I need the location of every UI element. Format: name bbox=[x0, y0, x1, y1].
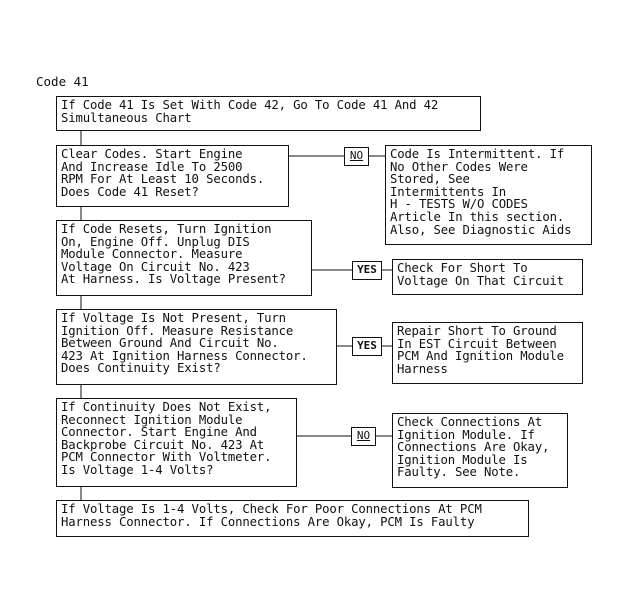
step-box-4: If Voltage Is Not Present, Turn Ignition… bbox=[56, 309, 337, 385]
step-box-1: If Code 41 Is Set With Code 42, Go To Co… bbox=[56, 96, 481, 131]
no-label-1: NO bbox=[344, 147, 369, 166]
no-label-2: NO bbox=[351, 427, 376, 446]
yes-label-1: YES bbox=[352, 261, 382, 280]
result-box-4: Check Connections At Ignition Module. If… bbox=[392, 413, 568, 488]
step-box-5: If Continuity Does Not Exist, Reconnect … bbox=[56, 398, 297, 487]
step-box-6: If Voltage Is 1-4 Volts, Check For Poor … bbox=[56, 500, 529, 537]
step-box-2: Clear Codes. Start Engine And Increase I… bbox=[56, 145, 289, 207]
step-box-3: If Code Resets, Turn Ignition On, Engine… bbox=[56, 220, 312, 296]
result-box-1: Code Is Intermittent. If No Other Codes … bbox=[385, 145, 592, 245]
yes-label-2: YES bbox=[352, 337, 382, 356]
result-box-3: Repair Short To Ground In EST Circuit Be… bbox=[392, 322, 583, 384]
result-box-2: Check For Short To Voltage On That Circu… bbox=[392, 259, 583, 295]
chart-title: Code 41 bbox=[36, 74, 89, 89]
